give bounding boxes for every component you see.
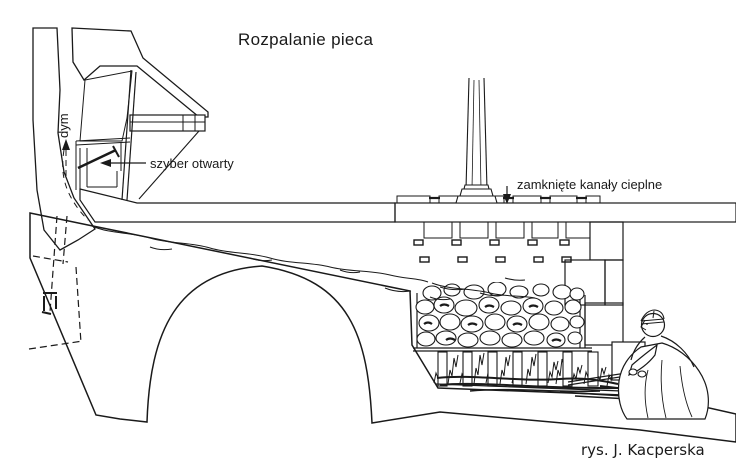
damper-label-arrow bbox=[100, 159, 146, 167]
stone-chamber bbox=[413, 282, 592, 352]
wooden-pole bbox=[455, 77, 498, 204]
damper-label: szyber otwarty bbox=[150, 156, 234, 171]
channel-pillars bbox=[423, 221, 591, 239]
heater-stones bbox=[415, 282, 585, 348]
smoke-arrow bbox=[62, 139, 70, 176]
grate-pillars bbox=[437, 351, 599, 387]
person-figure bbox=[617, 309, 709, 420]
cleanout-bracket bbox=[41, 292, 57, 315]
chamber-vent-slots bbox=[413, 239, 572, 263]
channels-label-arrow bbox=[503, 186, 511, 204]
page-title: Rozpalanie pieca bbox=[238, 30, 374, 49]
stove-hood bbox=[71, 27, 209, 201]
floor-slab bbox=[394, 202, 736, 223]
smoke-path bbox=[62, 149, 536, 301]
fire-floor bbox=[435, 383, 623, 392]
heat-channel-caps bbox=[396, 195, 601, 204]
smoke-label: dym bbox=[56, 113, 71, 138]
damper-assembly bbox=[75, 70, 133, 190]
left-chimney-wall bbox=[32, 27, 96, 251]
author-caption: rys. J. Kacperska bbox=[581, 441, 705, 459]
hidden-flue-dashed-outline bbox=[28, 215, 84, 350]
damper-plate bbox=[77, 148, 117, 170]
heat-channels-label: zamknięte kanały cieplne bbox=[517, 177, 663, 192]
masonry-mass-with-arch bbox=[29, 212, 736, 443]
